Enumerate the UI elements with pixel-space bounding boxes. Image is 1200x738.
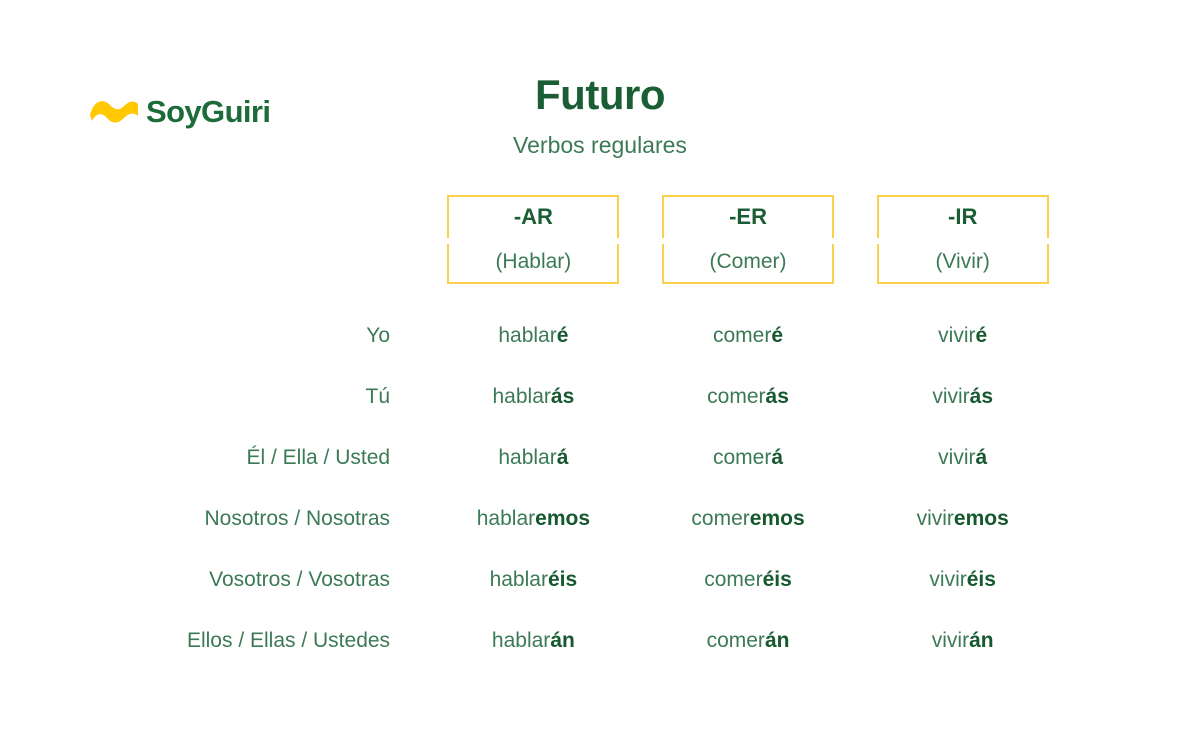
column-header-ir: -IR (Vivir): [855, 195, 1070, 284]
verb-ending: ás: [969, 385, 994, 409]
conjugation-table: -AR (Hablar) -ER (Comer) -IR (Vivir): [130, 195, 1070, 672]
verb-stem: vivir: [916, 507, 954, 531]
verb-ending: emos: [953, 507, 1009, 531]
pronoun-column-header: [130, 195, 426, 284]
column-header-ar: -AR (Hablar): [426, 195, 641, 284]
verb-ending: éis: [966, 568, 996, 592]
page-subtitle: Verbos regulares: [513, 132, 687, 159]
conjugation-cell: comeréis: [641, 550, 856, 611]
table-header-row: -AR (Hablar) -ER (Comer) -IR (Vivir): [130, 195, 1070, 284]
verb-ending: á: [556, 446, 569, 470]
wave-tilde-icon: [88, 94, 140, 128]
table-row: Ellos / Ellas / Ustedes hablarán comerán…: [130, 611, 1070, 672]
verb-stem: comer: [713, 324, 772, 348]
pronoun-cell: Ellos / Ellas / Ustedes: [186, 629, 391, 653]
conjugation-cell: vivirá: [855, 428, 1070, 489]
pronoun-cell: Nosotros / Nosotras: [204, 507, 391, 531]
conjugation-cell: hablaremos: [426, 489, 641, 550]
verb-ending: á: [771, 446, 784, 470]
verb-stem: vivir: [931, 629, 970, 653]
pronoun-cell: Tú: [365, 385, 391, 409]
verb-stem: comer: [713, 446, 772, 470]
verb-stem: hablar: [491, 629, 551, 653]
page-title: Futuro: [535, 71, 665, 118]
verb-stem: comer: [704, 568, 763, 592]
verb-stem: vivir: [929, 568, 967, 592]
verb-stem: comer: [707, 385, 766, 409]
header-block: Futuro Verbos regulares: [0, 71, 1200, 160]
verb-ending: á: [975, 446, 988, 470]
column-header-er: -ER (Comer): [641, 195, 856, 284]
verb-ending: án: [550, 629, 575, 653]
table-row: Nosotros / Nosotras hablaremos comeremos…: [130, 489, 1070, 550]
verb-stem: hablar: [498, 446, 557, 470]
verb-ending: é: [771, 324, 784, 348]
conjugation-cell: comerán: [641, 611, 856, 672]
table-row: Yo hablaré comeré viviré: [130, 284, 1070, 367]
brand-name: SoyGuiri: [146, 93, 271, 129]
verb-stem: comer: [706, 629, 765, 653]
conjugation-cell: hablaréis: [426, 550, 641, 611]
column-ending-label-ir: -IR: [876, 195, 1049, 238]
verb-ending: ás: [550, 385, 575, 409]
conjugation-cell: comerás: [641, 367, 856, 428]
conjugation-cell: comerá: [641, 428, 856, 489]
verb-ending: án: [969, 629, 994, 653]
conjugation-cell: comeremos: [641, 489, 856, 550]
verb-ending: éis: [547, 568, 578, 592]
brand-logo[interactable]: SoyGuiri: [88, 88, 271, 134]
conjugation-cell: hablarás: [426, 367, 641, 428]
verb-stem: vivir: [932, 385, 970, 409]
pronoun-cell: Yo: [366, 324, 391, 348]
verb-ending: é: [975, 324, 988, 348]
verb-ending: án: [764, 629, 790, 653]
verb-stem: vivir: [938, 324, 976, 348]
verb-stem: vivir: [938, 446, 976, 470]
verb-stem: hablar: [476, 507, 536, 531]
verb-stem: hablar: [498, 324, 557, 348]
column-verb-label-ar: (Hablar): [447, 243, 620, 284]
conjugation-cell: vivirán: [855, 611, 1070, 672]
column-verb-label-er: (Comer): [662, 243, 835, 284]
conjugation-cell: vivirás: [855, 367, 1070, 428]
conjugation-cell: viviré: [855, 284, 1070, 367]
table-row: Tú hablarás comerás vivirás: [130, 367, 1070, 428]
verb-ending: é: [556, 324, 569, 348]
conjugation-cell: hablarán: [426, 611, 641, 672]
column-ending-label-er: -ER: [662, 195, 835, 238]
verb-stem: hablar: [489, 568, 548, 592]
conjugation-cell: comeré: [641, 284, 856, 367]
pronoun-cell: Él / Ella / Usted: [246, 446, 391, 470]
verb-ending: emos: [749, 507, 805, 531]
conjugation-cell: viviréis: [855, 550, 1070, 611]
table-row: Vosotros / Vosotras hablaréis comeréis v…: [130, 550, 1070, 611]
conjugation-cell: hablaré: [426, 284, 641, 367]
conjugation-cell: viviremos: [855, 489, 1070, 550]
pronoun-cell: Vosotros / Vosotras: [209, 568, 391, 592]
verb-ending: ás: [765, 385, 789, 409]
verb-stem: comer: [691, 507, 750, 531]
column-verb-label-ir: (Vivir): [876, 243, 1049, 284]
verb-stem: hablar: [492, 385, 551, 409]
verb-ending: emos: [535, 507, 590, 531]
conjugation-cell: hablará: [426, 428, 641, 489]
table-row: Él / Ella / Usted hablará comerá vivirá: [130, 428, 1070, 489]
column-ending-label-ar: -AR: [447, 195, 620, 238]
verb-ending: éis: [762, 568, 792, 592]
